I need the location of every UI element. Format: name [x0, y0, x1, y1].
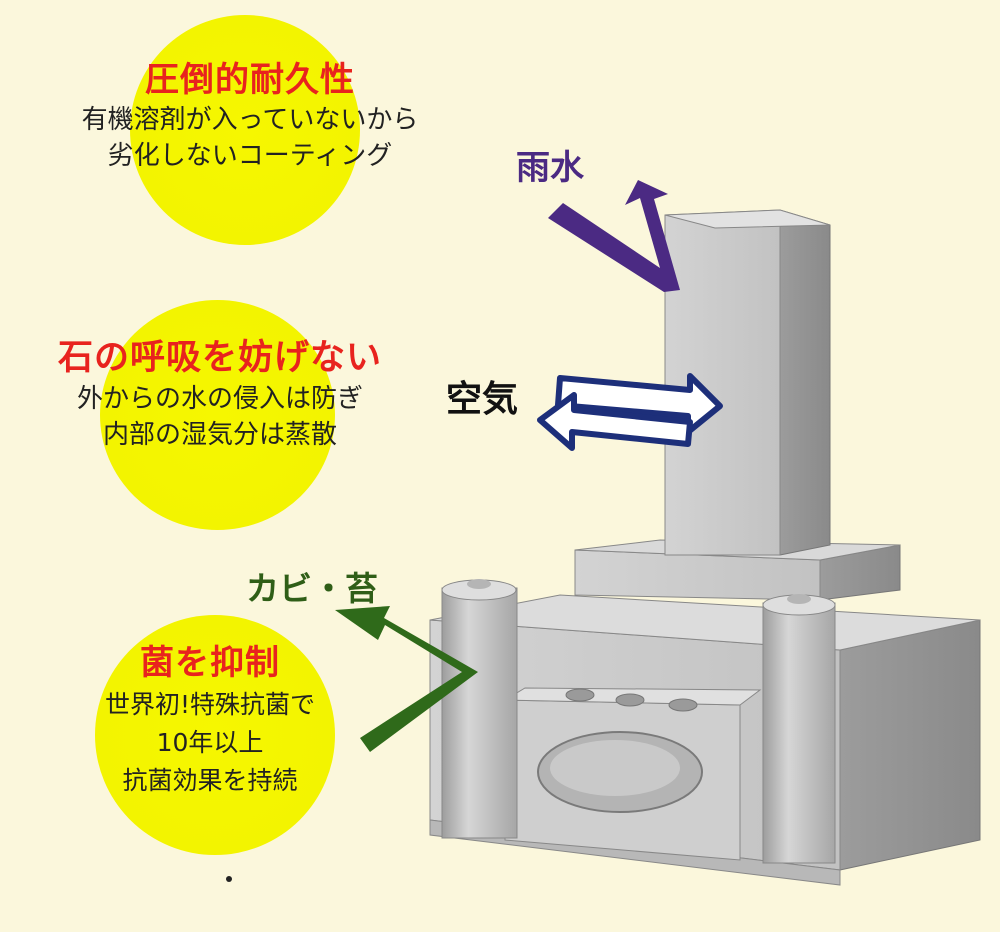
feature-circle-breathing — [100, 300, 335, 530]
air-label: 空気 — [446, 379, 519, 420]
feature-text-line: 世界初!特殊抗菌で — [104, 690, 316, 719]
candle-hole-3 — [668, 698, 698, 712]
candle-hole-2 — [615, 693, 645, 707]
air-arrow-in — [555, 373, 723, 435]
feature-text-line: 抗菌効果を持続 — [122, 766, 298, 795]
incense-holder-inner — [550, 740, 680, 796]
feature-text-line: 内部の湿気分は蒸散 — [102, 420, 337, 450]
column-front — [664, 209, 781, 556]
rain-arrow — [548, 180, 680, 292]
feature-title: 石の呼吸を妨げない — [57, 338, 382, 378]
feature-antibacterial: 菌を抑制 世界初!特殊抗菌で 10年以上 抗菌効果を持続 — [30, 640, 390, 800]
feature-text-line: 有機溶剤が入っていないから — [81, 105, 419, 135]
feature-title: 菌を抑制 — [140, 643, 280, 683]
left-pillar-cap — [467, 579, 491, 589]
feature-text-line: 劣化しないコーティング — [107, 141, 393, 171]
air-arrow-out — [537, 392, 693, 451]
right-pillar-cap — [787, 594, 811, 604]
right-pillar — [762, 602, 836, 864]
mold-arrow — [335, 606, 478, 752]
feature-durability: 圧倒的耐久性 有機溶剤が入っていないから 劣化しないコーティング — [20, 58, 480, 174]
column-side — [779, 209, 831, 556]
candle-hole-1 — [565, 688, 595, 702]
feature-text-line: 10年以上 — [156, 728, 264, 757]
base-slab-side — [839, 619, 981, 871]
feature-text-line: 外からの水の侵入は防ぎ — [76, 384, 363, 414]
feature-title: 圧倒的耐久性 — [145, 60, 355, 100]
feature-circle-durability — [130, 15, 360, 245]
feature-breathing: 石の呼吸を妨げない 外からの水の侵入は防ぎ 内部の湿気分は蒸散 — [0, 335, 440, 453]
rain-label: 雨水 — [516, 148, 584, 188]
stray-dot — [226, 876, 232, 882]
left-pillar — [441, 587, 518, 839]
feature-circle-antibacterial — [95, 615, 335, 855]
mold-label: カビ・苔 — [246, 569, 378, 608]
column-top — [664, 209, 831, 229]
